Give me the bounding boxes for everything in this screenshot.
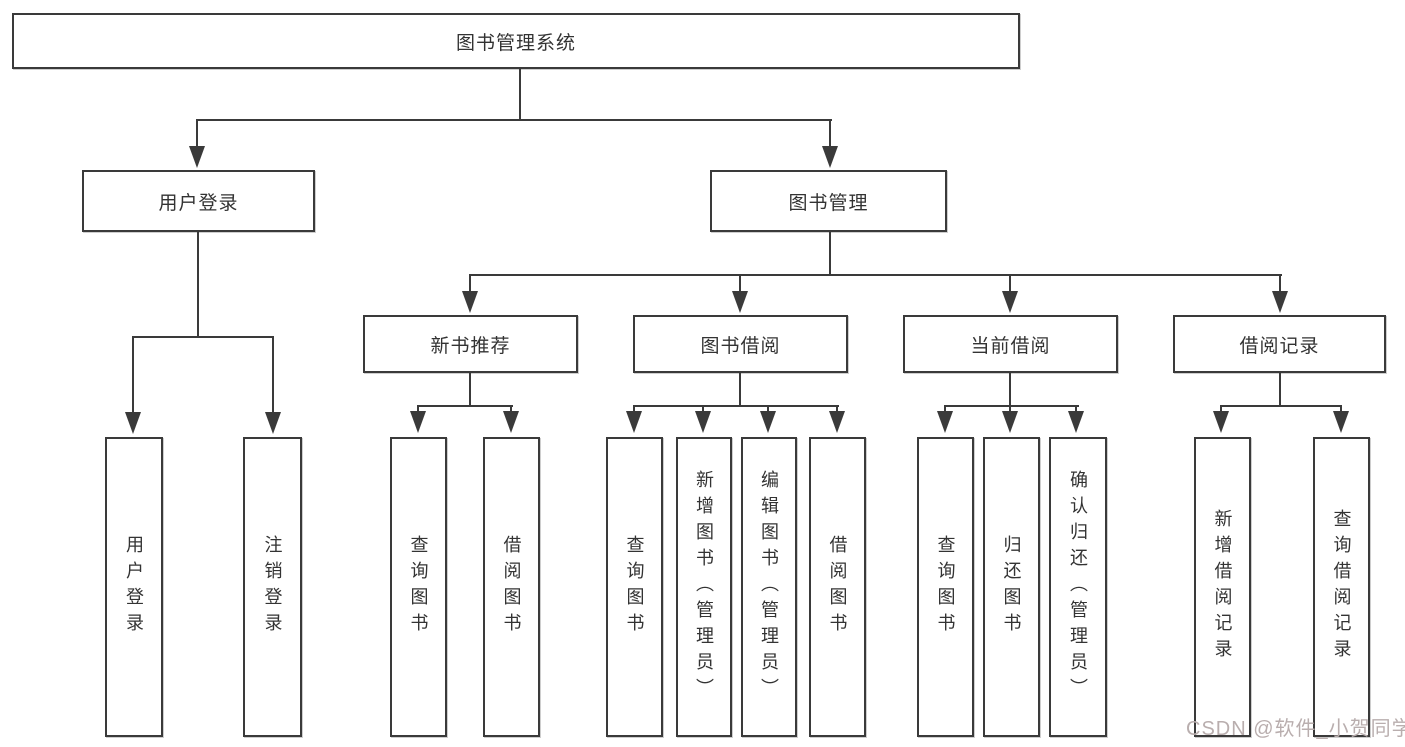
arrowhead-down-icon [822, 146, 838, 168]
node-query-books: 查询图书 [606, 437, 663, 737]
connector-m3-drop [1220, 405, 1222, 413]
csdn-watermark: CSDN @软件_小贺同学 [1186, 718, 1405, 740]
node-borrow-records: 借阅记录 [1173, 315, 1386, 373]
arrowhead-down-icon [1213, 411, 1229, 433]
arrowhead-down-icon [760, 411, 776, 433]
node-label: 新增借阅记录 [1212, 509, 1233, 665]
arrowhead-down-icon [189, 146, 205, 168]
arrowhead-down-icon [937, 411, 953, 433]
connector-book-management-stem [829, 232, 831, 276]
arrowhead-down-icon [695, 411, 711, 433]
connector-m0-drop [510, 405, 512, 413]
node-label: 图书管理系统 [455, 32, 576, 54]
node-new-book-recommend: 新书推荐 [363, 315, 578, 373]
arrowhead-down-icon [125, 412, 141, 434]
connector-drop-login-leaf [132, 336, 134, 412]
node-book-management: 图书管理 [710, 170, 947, 232]
node-label: 编辑图书（管理员） [759, 470, 779, 704]
connector-m1-drop [767, 405, 769, 413]
arrowhead-down-icon [829, 411, 845, 433]
connector-m2-split [944, 405, 1079, 407]
node-label: 查询图书 [408, 535, 429, 639]
connector-modules-split [469, 274, 1282, 276]
node-book-borrow: 图书借阅 [633, 315, 848, 373]
node-label: 图书借阅 [700, 335, 781, 357]
connector-root-stem [519, 69, 521, 121]
connector-user-login-stem [197, 232, 199, 338]
connector-drop-new-book-recommend [469, 274, 471, 291]
node-query-books: 查询图书 [917, 437, 974, 737]
connector-drop-logout-leaf [272, 336, 274, 412]
arrowhead-down-icon [1333, 411, 1349, 433]
node-add-books-admin: 新增图书（管理员） [676, 437, 732, 737]
connector-m2-drop [1075, 405, 1077, 413]
node-label: 用户登录 [124, 535, 144, 639]
connector-m1-drop [836, 405, 838, 413]
node-label: 新书推荐 [430, 335, 511, 357]
arrowhead-down-icon [1002, 291, 1018, 313]
connector-drop-book-borrow [739, 274, 741, 291]
connector-m0-stem [469, 373, 471, 407]
node-query-books: 查询图书 [390, 437, 447, 737]
arrowhead-down-icon [265, 412, 281, 434]
node-label: 借阅图书 [827, 535, 848, 639]
node-label: 归还图书 [1001, 535, 1022, 639]
node-label: 查询图书 [935, 535, 956, 639]
connector-m2-stem [1009, 373, 1011, 407]
node-label: 查询借阅记录 [1331, 509, 1352, 665]
connector-m3-drop [1340, 405, 1342, 413]
connector-m1-split [633, 405, 839, 407]
connector-m2-drop [1009, 405, 1011, 413]
node-add-borrow-record: 新增借阅记录 [1194, 437, 1251, 737]
connector-m1-stem [739, 373, 741, 407]
node-label: 借阅图书 [501, 535, 522, 639]
arrowhead-down-icon [1272, 291, 1288, 313]
node-confirm-return-admin: 确认归还（管理员） [1049, 437, 1107, 737]
node-query-borrow-record: 查询借阅记录 [1313, 437, 1370, 737]
node-edit-books-admin: 编辑图书（管理员） [741, 437, 797, 737]
node-logout-action: 注销登录 [243, 437, 302, 737]
connector-m0-split [417, 405, 513, 407]
connector-m1-drop [633, 405, 635, 413]
connector-drop-user-login [196, 119, 198, 148]
node-borrow-books: 借阅图书 [483, 437, 540, 737]
node-label: 新增图书（管理员） [694, 470, 714, 704]
node-label: 查询图书 [624, 535, 645, 639]
node-return-books: 归还图书 [983, 437, 1040, 737]
connector-m3-stem [1279, 373, 1281, 407]
arrowhead-down-icon [626, 411, 642, 433]
node-borrow-books: 借阅图书 [809, 437, 866, 737]
arrowhead-down-icon [1002, 411, 1018, 433]
node-label: 注销登录 [262, 535, 283, 639]
node-label: 确认归还（管理员） [1068, 470, 1088, 704]
node-label: 借阅记录 [1239, 335, 1320, 357]
arrowhead-down-icon [1068, 411, 1084, 433]
node-current-borrow: 当前借阅 [903, 315, 1118, 373]
node-user-login-action: 用户登录 [105, 437, 163, 737]
connector-drop-current-borrow [1009, 274, 1011, 291]
arrowhead-down-icon [410, 411, 426, 433]
connector-root-split [196, 119, 832, 121]
connector-m1-drop [702, 405, 704, 413]
node-label: 当前借阅 [970, 335, 1051, 357]
connector-drop-book-management [829, 119, 831, 148]
connector-m3-split [1220, 405, 1342, 407]
connector-m0-drop [417, 405, 419, 413]
connector-drop-borrow-records [1279, 274, 1281, 291]
arrowhead-down-icon [732, 291, 748, 313]
connector-user-login-split [132, 336, 274, 338]
node-book-management-system: 图书管理系统 [12, 13, 1020, 69]
connector-m2-drop [944, 405, 946, 413]
arrowhead-down-icon [503, 411, 519, 433]
node-label: 用户登录 [158, 192, 239, 214]
node-label: 图书管理 [788, 192, 869, 214]
arrowhead-down-icon [462, 291, 478, 313]
node-user-login: 用户登录 [82, 170, 315, 232]
